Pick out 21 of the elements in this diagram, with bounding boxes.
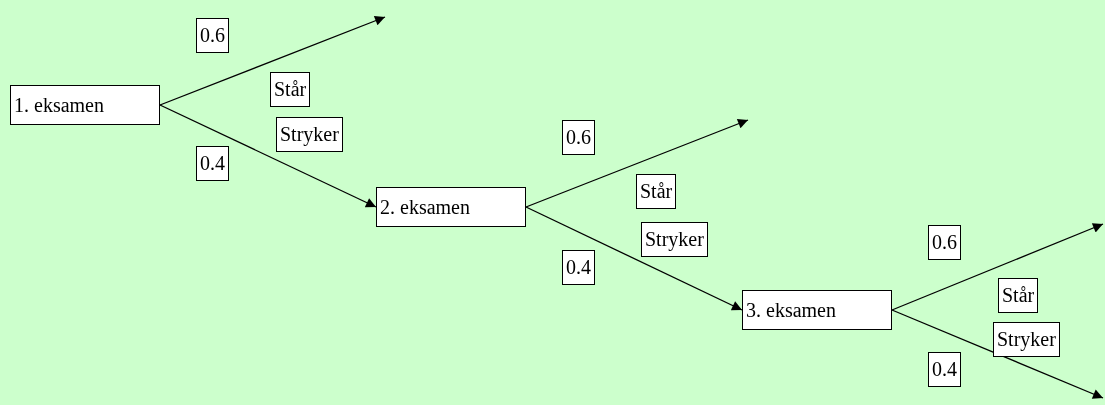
arrow: [525, 119, 749, 208]
exam-box: 1. eksamen: [10, 85, 160, 125]
branch-label: Står: [998, 278, 1039, 313]
branch-label: 0.4: [196, 146, 229, 181]
branch-label: Stryker: [641, 222, 708, 257]
arrow: [159, 104, 377, 208]
exam-box: 3. eksamen: [742, 290, 892, 330]
branch-label: 0.6: [562, 120, 595, 155]
branch-label: 0.4: [928, 352, 961, 387]
branch-label: 0.4: [562, 250, 595, 285]
branch-label: Står: [636, 174, 677, 209]
branch-label: 0.6: [196, 18, 229, 53]
arrow: [891, 223, 1104, 311]
branch-label: Stryker: [276, 117, 343, 152]
arrow: [891, 309, 1104, 399]
branch-label: Stryker: [993, 322, 1060, 357]
exam-box: 2. eksamen: [376, 187, 526, 227]
branch-label: Står: [270, 72, 311, 107]
arrow: [525, 206, 743, 311]
branch-label: 0.6: [928, 225, 961, 260]
arrow: [159, 16, 386, 106]
